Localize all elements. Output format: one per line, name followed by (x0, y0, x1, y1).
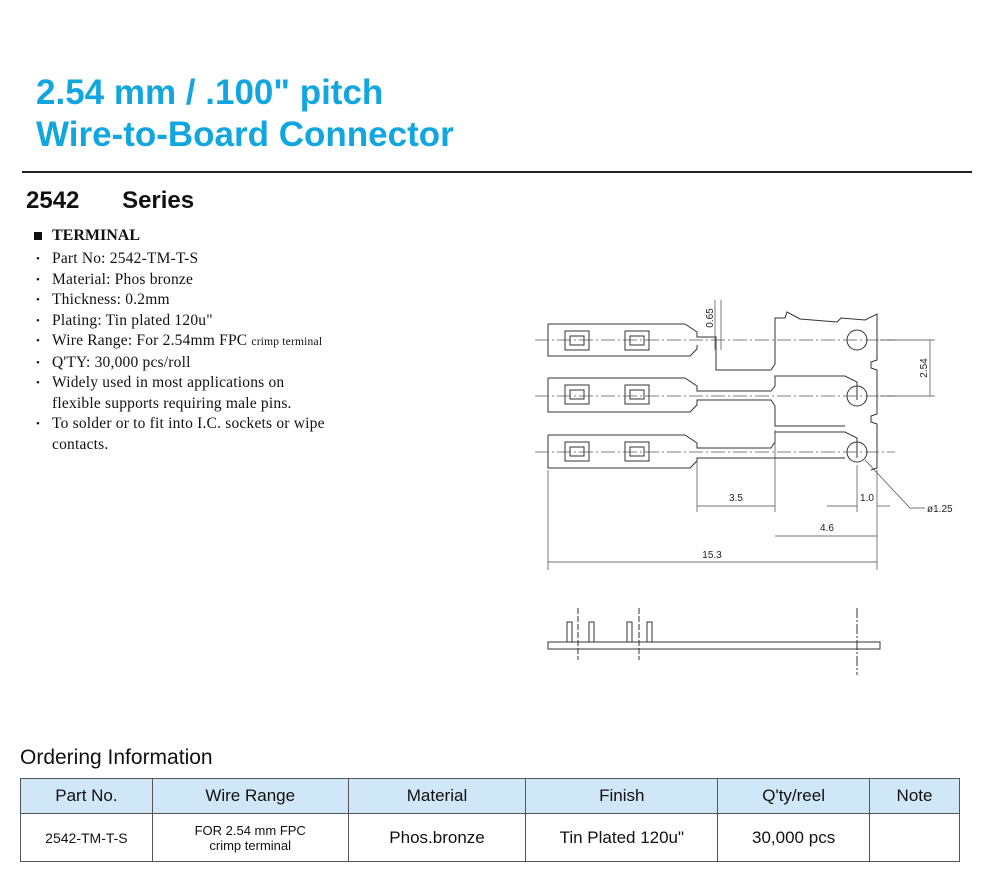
series-label: Series (122, 187, 195, 214)
cell-qty: 30,000 pcs (717, 813, 871, 862)
note2-line2: contacts. (52, 435, 109, 453)
spec-material: Material: Phos bronze (34, 270, 464, 291)
cell-part-no: 2542-TM-T-S (20, 813, 153, 862)
table-header-row: Part No. Wire Range Material Finish Q'ty… (20, 778, 960, 814)
dim-label-diameter: ø1.25 (927, 504, 953, 515)
title-divider (22, 171, 972, 173)
terminal-heading-text: TERMINAL (52, 227, 141, 244)
wire-range-main: Wire Range: For 2.54mm FPC (52, 332, 248, 349)
ordering-title: Ordering Information (20, 746, 213, 769)
terminal-outline-1 (547, 311, 878, 371)
col-part-no: Part No. (20, 778, 153, 814)
dim-label-0.65: 0.65 (705, 308, 716, 328)
note1-line1: Widely used in most applications on (52, 374, 285, 391)
spec-qty: Q'TY: 30,000 pcs/roll (34, 353, 464, 374)
col-wire-range: Wire Range (151, 778, 349, 814)
spec-note-2: To solder or to fit into I.C. sockets or… (34, 414, 464, 455)
terminal-heading: TERMINAL (34, 227, 140, 245)
note1-line2: flexible supports requiring male pins. (52, 394, 292, 412)
cell-note (869, 813, 960, 862)
dim-label-4.6: 4.6 (820, 523, 834, 534)
dim-label-15.3: 15.3 (702, 550, 722, 561)
note2-line1: To solder or to fit into I.C. sockets or… (52, 415, 325, 432)
col-finish: Finish (525, 778, 719, 814)
square-bullet-icon (34, 232, 42, 240)
spec-plating: Plating: Tin plated 120u" (34, 311, 464, 332)
page-title: 2.54 mm / .100" pitch Wire-to-Board Conn… (36, 72, 454, 156)
side-view (547, 608, 881, 675)
dim-label-2.54: 2.54 (919, 358, 930, 378)
terminal-outline-3 (547, 431, 858, 469)
wire-range-line1: FOR 2.54 mm FPC (194, 822, 306, 838)
carrier-strip (870, 314, 878, 471)
series-heading: 2542 Series (26, 187, 194, 215)
spec-part-no: Part No: 2542-TM-T-S (34, 249, 464, 270)
terminal-drawing: 0.65 2.54 3.5 1.0 4.6 15.3 ø1.25 (535, 300, 953, 675)
title-line-1: 2.54 mm / .100" pitch (36, 73, 384, 112)
col-material: Material (347, 778, 527, 814)
wire-range-small: crimp terminal (251, 336, 323, 348)
cell-finish: Tin Plated 120u" (525, 813, 719, 862)
col-qty: Q'ty/reel (717, 778, 871, 814)
spec-wire-range: Wire Range: For 2.54mm FPC crimp termina… (34, 331, 464, 353)
col-note: Note (869, 778, 960, 814)
wire-range-line2: crimp terminal (209, 837, 292, 853)
spec-list: Part No: 2542-TM-T-S Material: Phos bron… (34, 249, 464, 455)
dim-label-3.5: 3.5 (729, 493, 743, 504)
title-line-2: Wire-to-Board Connector (36, 115, 454, 154)
cell-material: Phos.bronze (347, 813, 527, 862)
terminal-outline-2 (547, 375, 858, 427)
spec-note-1: Widely used in most applications on flexi… (34, 373, 464, 414)
dim-label-1.0: 1.0 (860, 493, 874, 504)
ordering-table: Part No. Wire Range Material Finish Q'ty… (20, 778, 960, 862)
spec-thickness: Thickness: 0.2mm (34, 290, 464, 311)
series-number: 2542 (26, 187, 80, 214)
